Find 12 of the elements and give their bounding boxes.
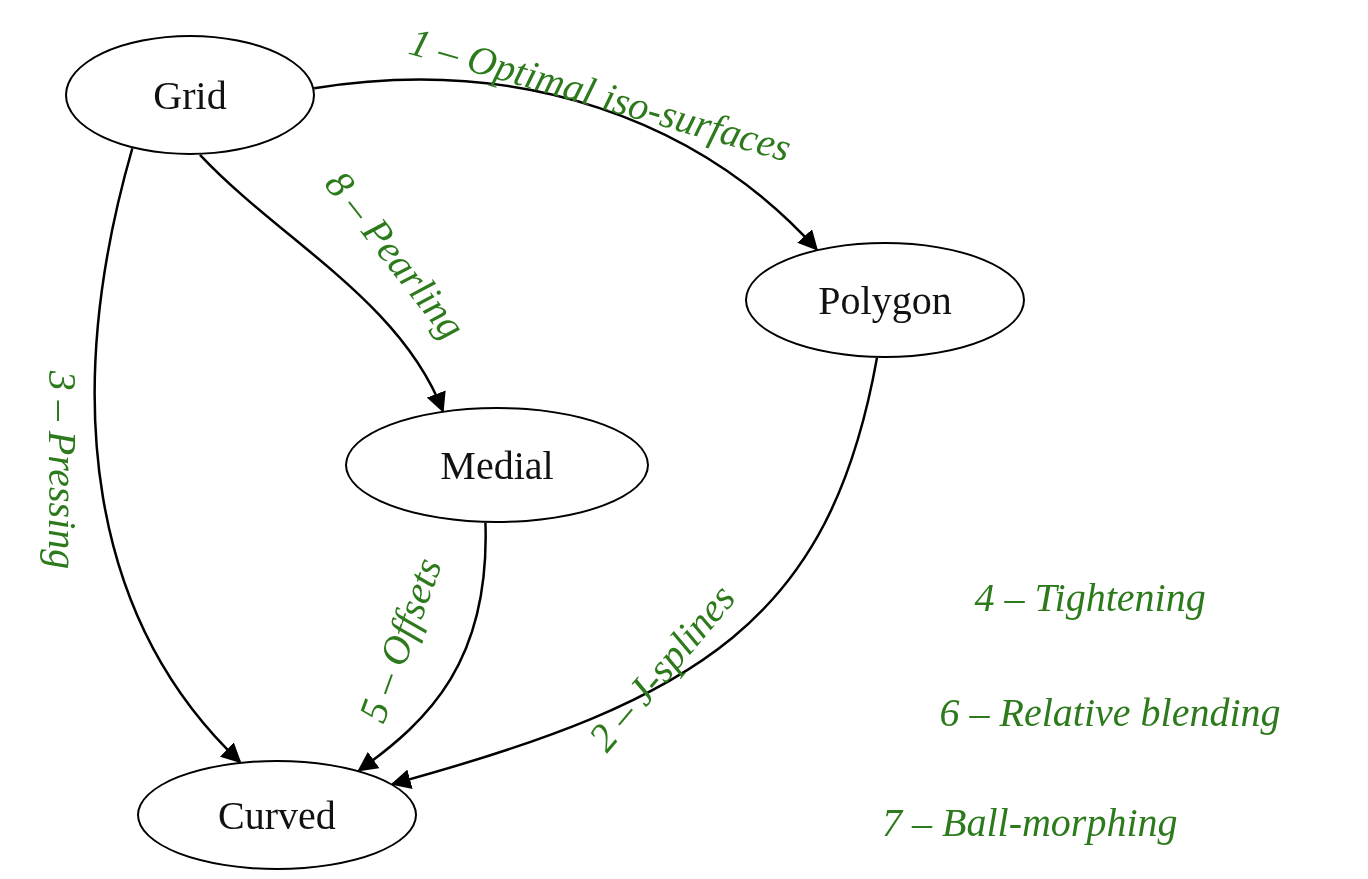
arrow bbox=[357, 522, 487, 772]
note-text: 6 – Relative blending bbox=[939, 693, 1281, 733]
edge-label: 3 – Pressing bbox=[41, 370, 82, 570]
arrow bbox=[390, 357, 879, 789]
node-label: Polygon bbox=[818, 276, 952, 324]
note-text: 4 – Tightening bbox=[974, 578, 1206, 618]
edge-label: 5 – Offsets bbox=[352, 552, 449, 728]
node-label: Curved bbox=[218, 791, 336, 839]
note-text: 7 – Ball-morphing bbox=[882, 803, 1178, 843]
arrow bbox=[314, 78, 819, 251]
node-label: Medial bbox=[440, 441, 554, 489]
node-label: Grid bbox=[153, 71, 227, 119]
